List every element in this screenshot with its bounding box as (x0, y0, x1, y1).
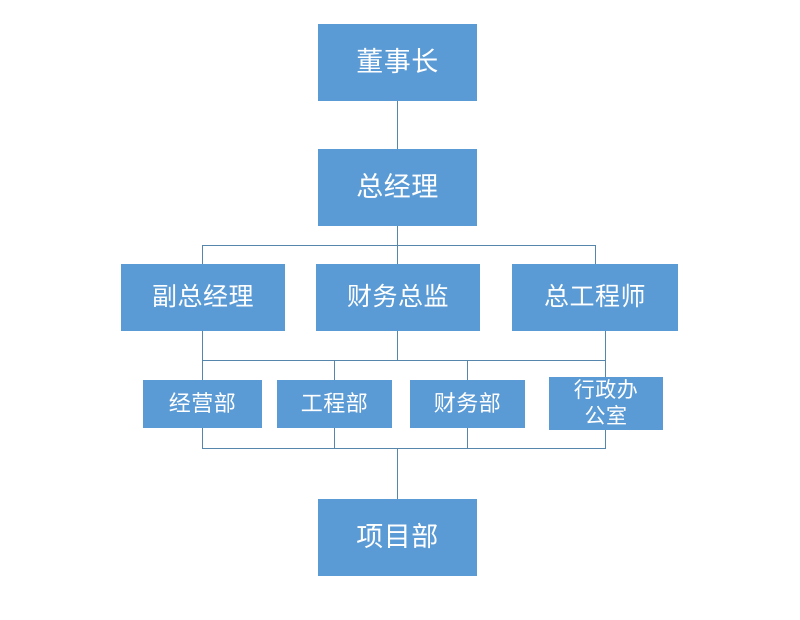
connector-deputy-drop (202, 331, 203, 360)
connector-bus4-leg-finance (467, 360, 468, 380)
node-project-dept[interactable]: 项目部 (318, 499, 477, 576)
node-finance-dept[interactable]: 财务部 (410, 380, 525, 428)
node-finance-director-label: 财务总监 (346, 282, 449, 311)
connector-bus3-leg-deputy (202, 245, 203, 264)
connector-level5-bus (202, 448, 606, 449)
connector-operations-drop (202, 428, 203, 449)
node-deputy-general-manager[interactable]: 副总经理 (121, 264, 285, 331)
node-engineering-dept-label: 工程部 (300, 391, 369, 417)
node-admin-office-label: 行政办 公室 (573, 378, 639, 428)
node-chief-engineer-label: 总工程师 (543, 282, 646, 311)
node-deputy-general-manager-label: 副总经理 (151, 282, 254, 311)
node-general-manager[interactable]: 总经理 (318, 149, 477, 226)
node-project-dept-label: 项目部 (356, 521, 439, 552)
connector-bus4-leg-operations (202, 360, 203, 380)
node-operations-dept-label: 经营部 (168, 391, 237, 417)
connector-finance-director-drop (397, 331, 398, 360)
connector-project-dept-drop (397, 448, 398, 499)
node-finance-dept-label: 财务部 (433, 391, 502, 417)
node-chairman-label: 董事长 (356, 46, 439, 77)
node-general-manager-label: 总经理 (356, 171, 439, 202)
connector-engineering-drop (334, 428, 335, 449)
connector-finance-dept-drop (467, 428, 468, 449)
connector-level3-bus (202, 245, 595, 246)
node-engineering-dept[interactable]: 工程部 (277, 380, 392, 428)
connector-bus4-leg-admin (605, 360, 606, 380)
node-admin-office[interactable]: 行政办 公室 (549, 377, 663, 430)
connector-chief-engineer-drop (605, 331, 606, 360)
connector-chairman-to-general-manager (397, 101, 398, 149)
connector-bus4-leg-engineering (334, 360, 335, 380)
connector-bus3-leg-chief-engineer (595, 245, 596, 264)
connector-level4-bus (202, 360, 606, 361)
node-operations-dept[interactable]: 经营部 (143, 380, 262, 428)
node-chief-engineer[interactable]: 总工程师 (512, 264, 678, 331)
connector-admin-office-drop (605, 430, 606, 449)
node-finance-director[interactable]: 财务总监 (316, 264, 480, 331)
node-chairman[interactable]: 董事长 (318, 24, 477, 101)
